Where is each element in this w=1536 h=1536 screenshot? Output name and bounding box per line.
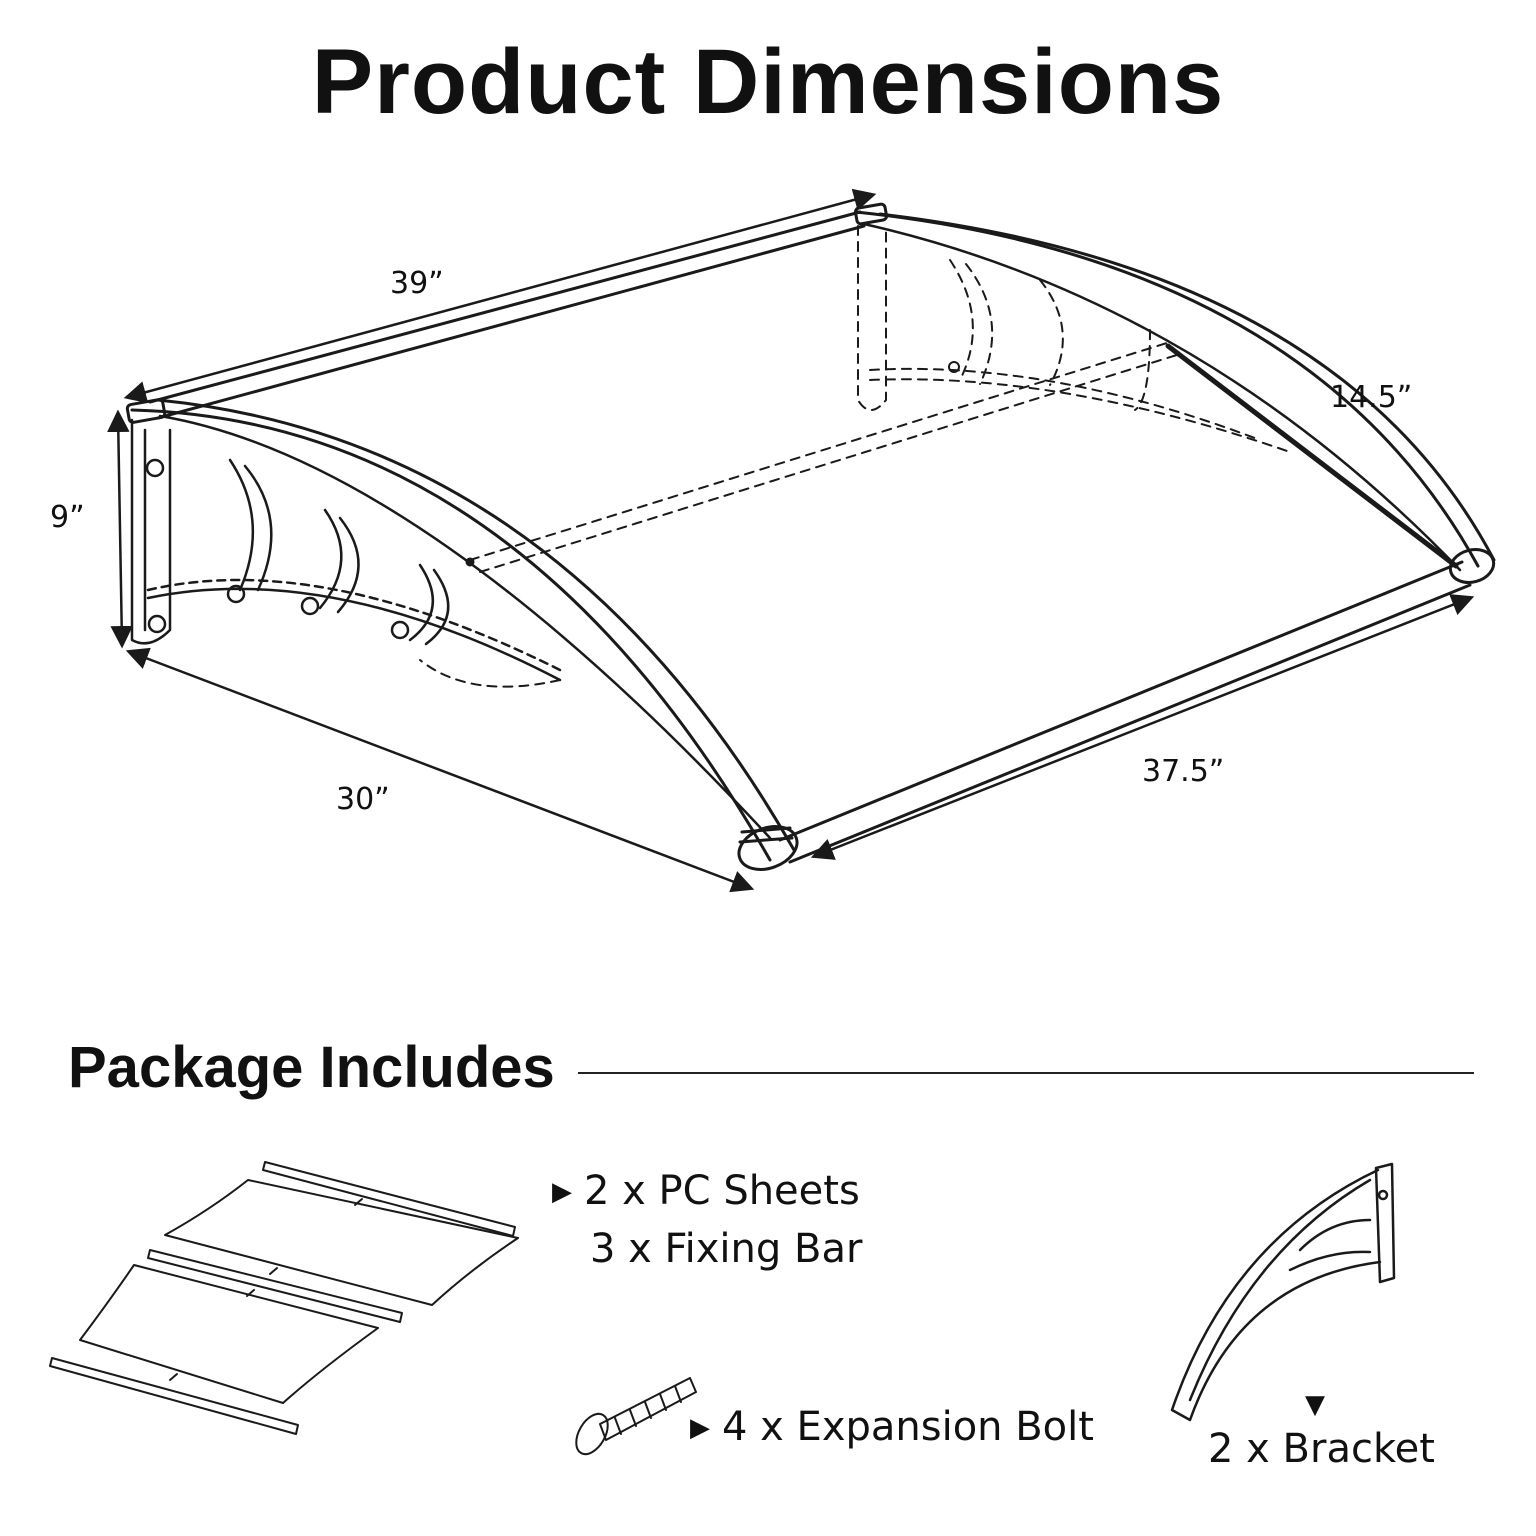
- hidden-lines: [419, 225, 1291, 688]
- dim-arrow-depth: [125, 647, 755, 893]
- item-fixing-bar: 3 x Fixing Bar: [590, 1226, 863, 1272]
- right-arc-arm: [853, 202, 1496, 584]
- item-pc-sheets-label: 2 x PC Sheets: [584, 1168, 860, 1214]
- dim-arrow-top: [123, 188, 877, 404]
- item-expansion-bolt-label: 4 x Expansion Bolt: [722, 1404, 1094, 1450]
- back-rail: [148, 210, 866, 420]
- item-bracket: 2 x Bracket: [1208, 1426, 1435, 1472]
- dim-arrow-height: [107, 409, 133, 649]
- package-heading: Package Includes: [68, 1035, 555, 1100]
- dim-arrow-front: [810, 594, 1475, 860]
- pc-sheet-outline: [158, 222, 1462, 840]
- left-arc-arm: [125, 398, 799, 871]
- pc-sheets-illustration: [49, 1161, 519, 1435]
- dim-height: 9”: [50, 500, 85, 535]
- dim-top-length: 39”: [390, 266, 444, 301]
- dim-depth: 30”: [336, 782, 390, 817]
- heading-divider: [578, 1072, 1474, 1074]
- dim-arc: 14.5”: [1330, 380, 1413, 415]
- front-fixing-bar: [778, 560, 1472, 864]
- item-pc-sheets: ▶ 2 x PC Sheets: [552, 1168, 860, 1214]
- left-bracket: [130, 418, 562, 682]
- marker-icon: ▶: [552, 1177, 572, 1207]
- down-arrow-icon: ▼: [1305, 1390, 1325, 1420]
- expansion-bolt-illustration: [575, 1377, 697, 1456]
- page-title: Product Dimensions: [311, 31, 1225, 133]
- dim-front-length: 37.5”: [1142, 754, 1225, 789]
- marker-icon: ▶: [690, 1413, 710, 1443]
- item-expansion-bolt: ▶ 4 x Expansion Bolt: [690, 1404, 1094, 1450]
- bracket-illustration: [1170, 1162, 1396, 1422]
